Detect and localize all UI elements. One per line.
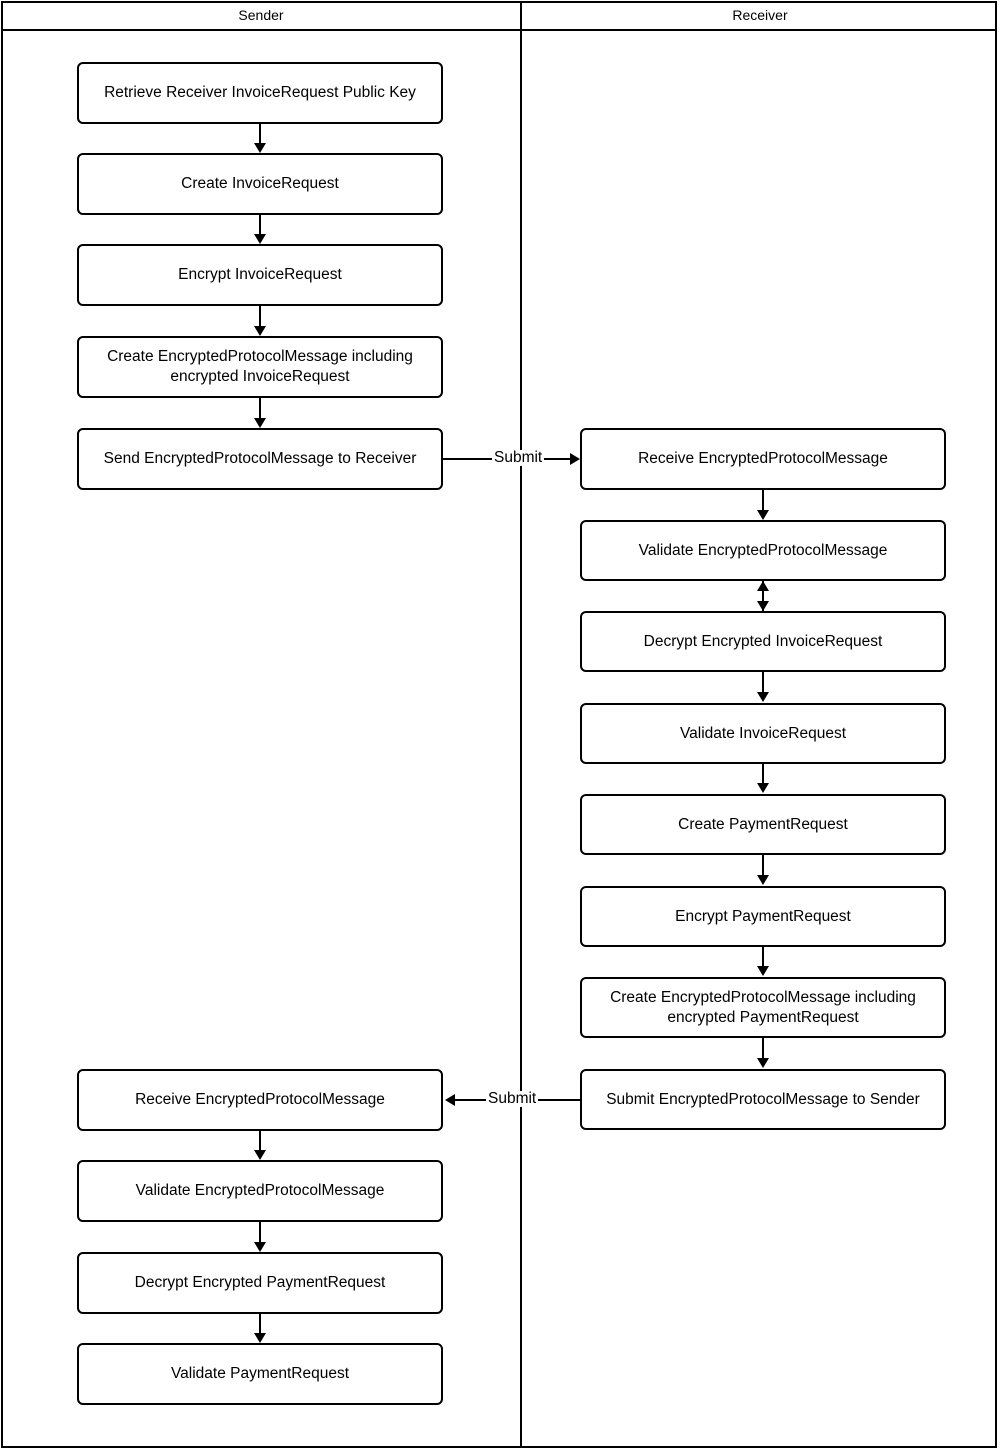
- node-create-invoicerequest[interactable]: Create InvoiceRequest: [77, 153, 443, 215]
- node-create-epm-invoicerequest[interactable]: Create EncryptedProtocolMessage includin…: [77, 336, 443, 398]
- connector-r5-r6: [762, 855, 764, 876]
- lane-divider: [520, 1, 522, 1448]
- node-send-epm-to-receiver[interactable]: Send EncryptedProtocolMessage to Receive…: [77, 428, 443, 490]
- node-label: Validate InvoiceRequest: [679, 724, 846, 742]
- arrowhead-down-icon: [757, 510, 769, 520]
- arrowhead-down-icon: [757, 1058, 769, 1068]
- node-label: Receive EncryptedProtocolMessage: [638, 450, 888, 468]
- lane-header-row: Sender Receiver: [1, 1, 997, 31]
- arrowhead-down-icon: [254, 143, 266, 153]
- arrowhead-down-icon: [757, 692, 769, 702]
- connector-s2-s3: [259, 215, 261, 235]
- lane-header-receiver: Receiver: [732, 7, 788, 23]
- connector-s3-s4: [259, 306, 261, 327]
- node-label: Decrypt Encrypted PaymentRequest: [134, 1274, 386, 1292]
- connector-s8-s9: [259, 1314, 261, 1334]
- node-encrypt-invoicerequest[interactable]: Encrypt InvoiceRequest: [77, 244, 443, 306]
- node-create-paymentrequest[interactable]: Create PaymentRequest: [580, 794, 946, 855]
- node-label: Encrypt PaymentRequest: [675, 907, 851, 925]
- node-label: Submit EncryptedProtocolMessage to Sende…: [606, 1090, 920, 1108]
- node-validate-invoicerequest[interactable]: Validate InvoiceRequest: [580, 703, 946, 764]
- arrowhead-down-icon: [757, 601, 769, 611]
- connector-s7-s8: [259, 1222, 261, 1243]
- node-validate-paymentrequest[interactable]: Validate PaymentRequest: [77, 1343, 443, 1405]
- arrowhead-down-icon: [254, 1150, 266, 1160]
- connector-s4-s5: [259, 398, 261, 419]
- edge-label-submit-to-receiver: Submit: [492, 449, 545, 466]
- node-retrieve-receiver-public-key[interactable]: Retrieve Receiver InvoiceRequest Public …: [77, 62, 443, 124]
- lane-header-sender: Sender: [238, 7, 284, 23]
- arrowhead-left-icon: [445, 1094, 455, 1106]
- node-receiver-validate-epm[interactable]: Validate EncryptedProtocolMessage: [580, 520, 946, 581]
- connector-r1-r2: [762, 490, 764, 511]
- connector-r7-r8: [762, 1038, 764, 1059]
- node-label: Validate PaymentRequest: [170, 1365, 350, 1383]
- node-label: Retrieve Receiver InvoiceRequest Public …: [104, 84, 416, 102]
- arrowhead-up-icon: [757, 581, 769, 591]
- node-label: Create PaymentRequest: [678, 815, 848, 833]
- node-submit-epm-to-sender[interactable]: Submit EncryptedProtocolMessage to Sende…: [580, 1069, 946, 1130]
- connector-r4-r5: [762, 764, 764, 784]
- node-sender-receive-epm[interactable]: Receive EncryptedProtocolMessage: [77, 1069, 443, 1131]
- arrowhead-right-icon: [570, 453, 580, 465]
- node-decrypt-encrypted-paymentrequest[interactable]: Decrypt Encrypted PaymentRequest: [77, 1252, 443, 1314]
- connector-r3-r4: [762, 672, 764, 693]
- arrowhead-down-icon: [254, 418, 266, 428]
- edge-label-submit-to-sender: Submit: [486, 1090, 539, 1107]
- node-create-epm-paymentrequest[interactable]: Create EncryptedProtocolMessage includin…: [580, 977, 946, 1038]
- node-label: Create EncryptedProtocolMessage includin…: [107, 348, 413, 385]
- connector-r6-r7: [762, 947, 764, 967]
- arrowhead-down-icon: [254, 1242, 266, 1252]
- node-label: Encrypt InvoiceRequest: [178, 266, 342, 284]
- node-decrypt-encrypted-invoicerequest[interactable]: Decrypt Encrypted InvoiceRequest: [580, 611, 946, 672]
- node-sender-validate-epm[interactable]: Validate EncryptedProtocolMessage: [77, 1160, 443, 1222]
- arrowhead-down-icon: [254, 1333, 266, 1343]
- node-label: Send EncryptedProtocolMessage to Receive…: [103, 450, 417, 468]
- node-label: Receive EncryptedProtocolMessage: [135, 1091, 385, 1109]
- connector-s6-s7: [259, 1131, 261, 1151]
- connector-r2-r3-bidirectional: [762, 581, 764, 611]
- node-label: Validate EncryptedProtocolMessage: [135, 1182, 385, 1200]
- arrowhead-down-icon: [254, 326, 266, 336]
- arrowhead-down-icon: [757, 966, 769, 976]
- node-receiver-receive-epm[interactable]: Receive EncryptedProtocolMessage: [580, 428, 946, 490]
- arrowhead-down-icon: [757, 875, 769, 885]
- node-encrypt-paymentrequest[interactable]: Encrypt PaymentRequest: [580, 886, 946, 947]
- arrowhead-down-icon: [757, 783, 769, 793]
- node-label: Validate EncryptedProtocolMessage: [638, 541, 888, 559]
- node-label: Decrypt Encrypted InvoiceRequest: [643, 632, 883, 650]
- node-label: Create EncryptedProtocolMessage includin…: [610, 988, 916, 1026]
- node-label: Create InvoiceRequest: [181, 175, 339, 193]
- connector-s1-s2: [259, 124, 261, 144]
- arrowhead-down-icon: [254, 234, 266, 244]
